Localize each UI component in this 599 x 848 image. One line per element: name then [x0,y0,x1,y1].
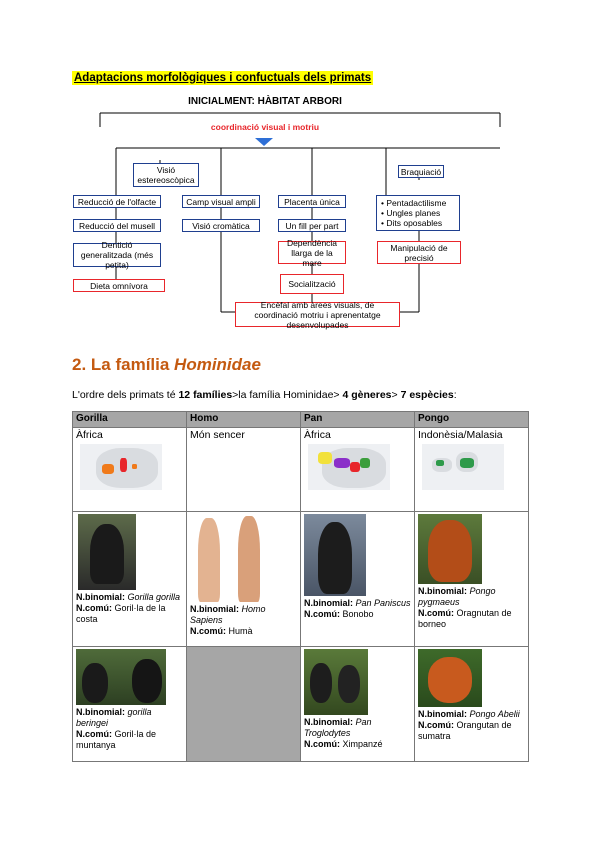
box-hand: • Pentadactilisme • Ungles planes • Dits… [376,195,460,231]
page-heading: Adaptacions morfològiques i confuctuals … [72,71,374,85]
africa-map-pan [308,444,390,490]
diagram-sub-label: coordinació visual i motriu [210,122,320,132]
hominidae-table: Gorilla Homo Pan Pongo Àfrica Món sencer… [72,411,529,762]
box-manipulation: Manipulació de precisió [377,241,461,264]
cell-homo-region: Món sencer [186,427,301,512]
box-color: Visió cromàtica [182,219,260,232]
header-pan: Pan [300,411,415,428]
box-olfact: Reducció de l'olfacte [73,195,161,208]
box-diet: Dieta omnívora [73,279,165,292]
intro-text: L'ordre dels primats té 12 famílies>la f… [72,389,457,401]
header-homo: Homo [186,411,301,428]
box-snout: Reducció del musell [73,219,161,232]
diagram-top-label: INICIALMENT: HÀBITAT ARBORI [188,96,342,107]
humans-photo [190,514,274,602]
orangutan-sumatra-photo [418,649,482,707]
box-field: Camp visual ampli [182,195,260,208]
box-placenta: Placenta única [278,195,346,208]
chimpanzee-photo [304,649,368,715]
cell-pongo-region: Indonèsia/Malasia [414,427,529,512]
table-header-row: Gorilla Homo Pan Pongo [72,411,529,428]
hand-trait-1: • Pentadactilisme [381,198,447,208]
africa-map-gorilla [80,444,162,490]
header-gorilla: Gorilla [72,411,187,428]
table-row-distribution: Àfrica Món sencer Àfrica Indonèsia/Malas… [72,427,529,512]
box-brachiation: Braquiació [398,165,444,178]
gorilla-photo [78,514,136,590]
bonobo-photo [304,514,366,596]
orangutan-borneo-photo [418,514,482,584]
hand-trait-2: • Ungles planes [381,208,441,218]
box-onebaby: Un fill per part [278,219,346,232]
box-brain: Encèfal amb àrees visuals, de coordinaci… [235,300,400,330]
header-pongo: Pongo [414,411,529,428]
hand-trait-3: • Dits oposables [381,218,443,228]
mountain-gorilla-photo [76,649,166,705]
box-dependence: Dependència llarga de la mare [278,238,346,268]
indonesia-map-pongo [422,444,504,490]
cell-pan-region: Àfrica [300,427,415,512]
box-vision: Visió estereoscòpica [133,163,199,187]
box-teeth: Dentició generalitzada (més petita) [73,240,161,270]
cell-gorilla-region: Àfrica [72,427,187,512]
section-title: 2. La família Hominidae [72,355,261,374]
cell-empty [186,646,301,762]
box-social: Socialització [280,274,344,294]
